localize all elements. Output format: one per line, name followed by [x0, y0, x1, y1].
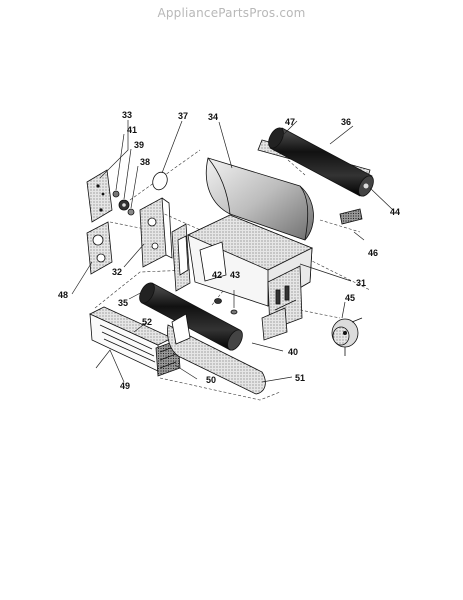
callout-42: 42: [212, 270, 222, 280]
callout-43: 43: [230, 270, 240, 280]
part-42-fastener: [214, 298, 222, 304]
part-43-fastener: [230, 290, 238, 315]
part-46-grille-bracket: [339, 208, 365, 241]
callout-31: 31: [356, 278, 366, 288]
callout-37: 37: [178, 111, 188, 121]
part-40-bracket: [261, 307, 288, 341]
callout-35: 35: [118, 298, 128, 308]
callout-41: 41: [127, 125, 137, 135]
callout-44: 44: [390, 207, 400, 217]
part-35-lower-blower-wheel: [139, 282, 243, 351]
part-41-bearing-retainer: [112, 190, 120, 198]
part-39-bearing: [118, 199, 130, 211]
callout-51: 51: [295, 373, 305, 383]
callout-labels: 31 32 33 34 35 36 37 38 39 40 41 42 43 4…: [58, 110, 400, 391]
callout-38: 38: [140, 157, 150, 167]
callout-leader-lines: [71, 120, 394, 383]
part-33-side-bracket: [86, 169, 113, 223]
callout-36: 36: [341, 117, 351, 127]
callout-48: 48: [58, 290, 68, 300]
part-52-heater-tray: [89, 306, 173, 373]
part-32-end-plate: [139, 197, 173, 268]
part-34-scroll-shroud: [205, 157, 314, 241]
callout-39: 39: [134, 140, 144, 150]
callout-49: 49: [120, 381, 130, 391]
part-51-discharge-scroll: [167, 313, 266, 395]
callout-45: 45: [345, 293, 355, 303]
callout-34: 34: [208, 112, 218, 122]
callout-47: 47: [285, 117, 295, 127]
callout-40: 40: [288, 347, 298, 357]
part-45-blower-motor: [331, 317, 363, 356]
callout-32: 32: [112, 267, 122, 277]
part-31-chassis-housing: [187, 214, 313, 331]
part-38-washer: [127, 208, 135, 216]
callout-50: 50: [206, 375, 216, 385]
site-watermark: AppliancePartsPros.com: [157, 6, 306, 20]
part-37-ring: [152, 171, 168, 191]
callout-33: 33: [122, 110, 132, 120]
callout-46: 46: [368, 248, 378, 258]
part-36-upper-blower-wheel: [268, 127, 374, 197]
housing-frame-panel: [171, 223, 191, 292]
part-48-mount-plate: [86, 221, 113, 275]
callout-52: 52: [142, 317, 152, 327]
